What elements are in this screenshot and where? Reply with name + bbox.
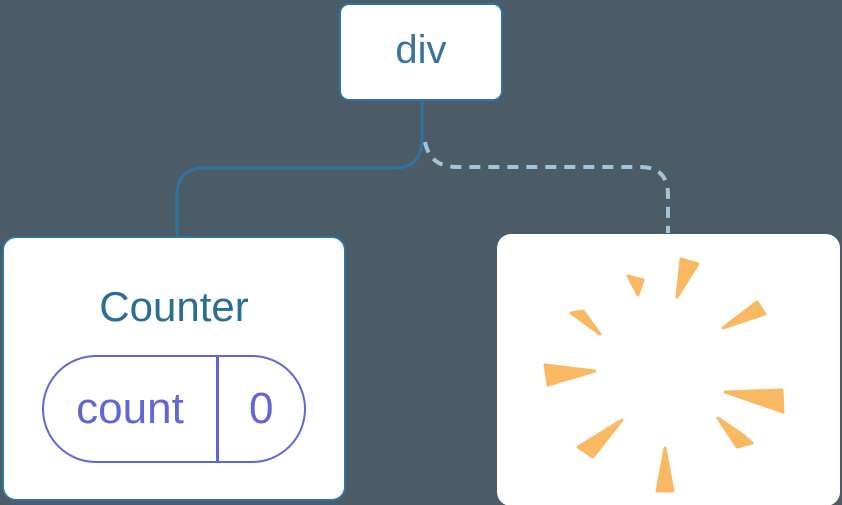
poof-burst-icon [543,257,785,493]
state-pill: count 0 [42,355,306,463]
solid-connector-line [175,101,424,237]
removed-component-card [497,234,840,505]
counter-component-card: Counter count 0 [2,236,346,501]
counter-card-title: Counter [99,283,249,330]
state-pill-divider [216,357,219,461]
root-node-label: div [395,28,447,72]
state-key-label: count [76,384,184,433]
root-node-div: div [339,3,503,101]
dashed-connector-line [423,141,670,233]
state-value-label: 0 [249,384,274,433]
